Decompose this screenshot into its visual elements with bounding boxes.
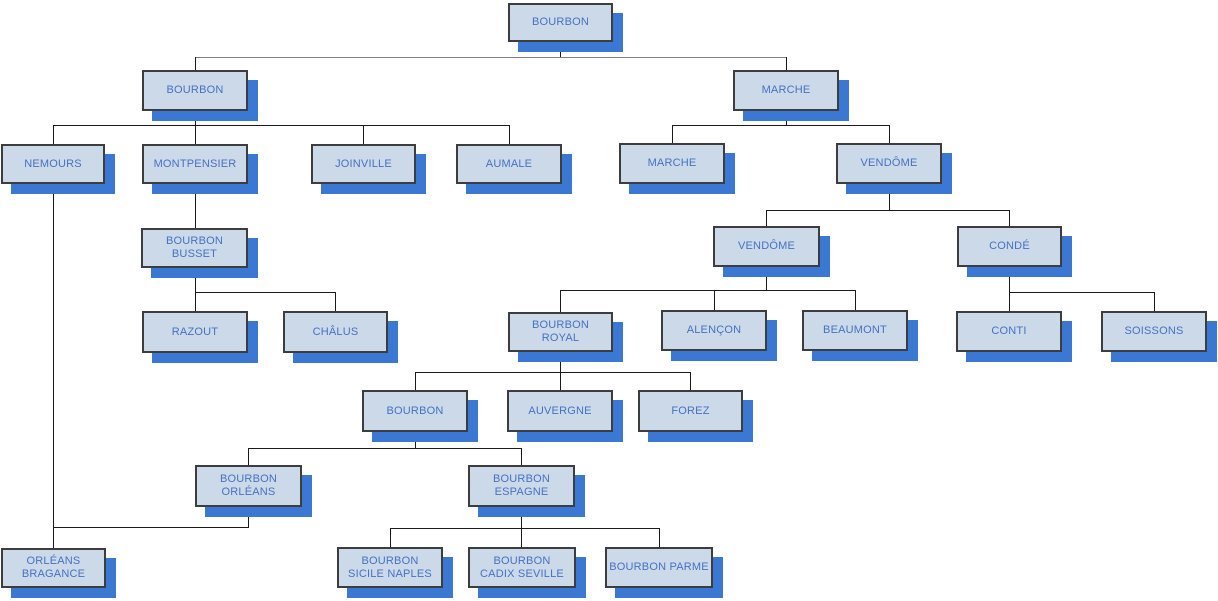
connector-segment [889,125,890,143]
connector-segment [766,210,767,226]
connector-segment [659,528,660,547]
tree-node-joinville[interactable]: JOINVILLE [311,144,416,184]
connector-segment [690,372,691,390]
connector-segment [415,372,416,390]
tree-node-bourbon-parme[interactable]: BOURBON PARME [605,547,713,588]
connector-segment [195,111,196,144]
connector-segment [335,292,336,311]
tree-node-conde[interactable]: CONDÉ [957,226,1062,267]
tree-node-orleans-bragance[interactable]: ORLÉANS BRAGANCE [1,548,106,588]
tree-node-bourbon-royal[interactable]: BOURBON ROYAL [508,312,613,352]
connector-segment [363,125,364,144]
connector-segment [415,372,691,373]
connector-segment [415,432,416,448]
connector-segment [714,290,715,310]
connector-segment [521,507,522,547]
tree-node-conti[interactable]: CONTI [956,311,1062,352]
tree-node-auvergne[interactable]: AUVERGNE [507,390,613,432]
tree-node-bourbon-cadix-seville[interactable]: BOURBON CADIX SEVILLE [468,547,576,588]
tree-node-bourbon-6[interactable]: BOURBON [362,390,468,432]
connector-segment [672,125,673,143]
connector-segment [766,267,767,290]
connector-segment [509,125,510,144]
tree-node-aumale[interactable]: AUMALE [456,144,562,184]
tree-node-bourbon-espagne[interactable]: BOURBON ESPAGNE [468,465,575,507]
connector-segment [1009,292,1155,293]
connector-segment [1009,210,1010,226]
connector-segment [195,184,196,228]
connector-segment [560,290,561,312]
tree-node-montpensier[interactable]: MONTPENSIER [142,144,248,184]
connector-segment [889,184,890,210]
connector-segment [560,290,856,291]
connector-segment [390,528,660,529]
tree-node-nemours[interactable]: NEMOURS [1,144,105,184]
tree-node-vendome-3[interactable]: VENDÔME [836,143,942,184]
connector-segment [560,42,561,57]
tree-node-beaumont[interactable]: BEAUMONT [802,310,908,351]
tree-node-vendome-4[interactable]: VENDÔME [713,226,820,267]
tree-node-razout[interactable]: RAZOUT [142,311,248,353]
connector-segment [53,125,54,144]
tree-node-bourbon-orleans[interactable]: BOURBON ORLÉANS [195,465,302,507]
connector-segment [786,111,787,125]
connector-segment [390,528,391,547]
connector-segment [53,184,54,548]
connector-segment [560,352,561,390]
connector-segment [248,448,249,465]
connector-segment [53,527,249,528]
tree-node-chalus[interactable]: CHÂLUS [283,311,388,353]
connector-segment [1009,267,1010,311]
tree-node-soissons[interactable]: SOISSONS [1101,311,1207,352]
tree-node-bourbon-root[interactable]: BOURBON [508,3,613,42]
connector-segment [248,507,249,527]
tree-node-marche-2[interactable]: MARCHE [733,70,839,111]
tree-node-bourbon-sicile-naples[interactable]: BOURBON SICILE NAPLES [337,547,443,588]
connector-segment [855,290,856,310]
tree-node-marche-3[interactable]: MARCHE [619,143,725,184]
tree-node-bourbon-busset[interactable]: BOURBON BUSSET [141,228,248,268]
connector-segment [766,210,1010,211]
connector-segment [1154,292,1155,311]
connector-segment [786,57,787,70]
connector-segment [521,448,522,465]
connector-segment [195,57,196,70]
connector-segment [672,125,890,126]
connector-segment [195,292,336,293]
tree-node-forez[interactable]: FOREZ [638,390,743,432]
connector-segment [195,57,787,58]
connector-segment [53,125,510,126]
tree-node-bourbon-2[interactable]: BOURBON [142,70,248,111]
tree-node-alencon[interactable]: ALENÇON [661,310,767,351]
connector-segment [248,448,522,449]
connector-segment [195,268,196,311]
